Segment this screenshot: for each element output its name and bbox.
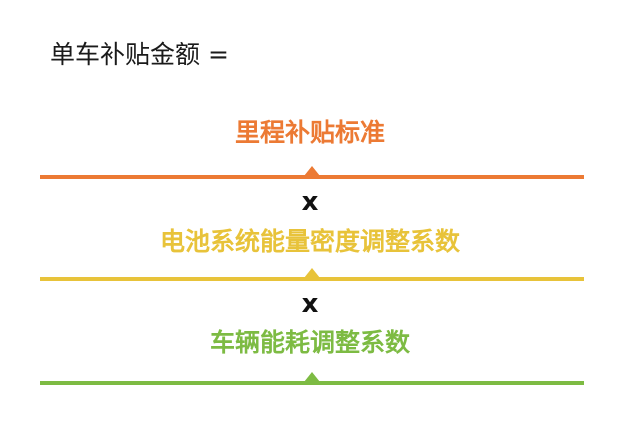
multiply-operator-2: x (301, 289, 319, 319)
factor-rule-energy-consumption (40, 381, 584, 385)
factor-pointer-energy-consumption (304, 372, 320, 382)
factor-pointer-mileage (304, 166, 320, 176)
factor-rule-battery-density (40, 277, 584, 281)
factor-label-energy-consumption: 车辆能耗调整系数 (209, 328, 410, 357)
factor-label-battery-density: 电池系统能量密度调整系数 (159, 227, 460, 256)
factor-label-mileage: 里程补贴标准 (234, 118, 385, 147)
multiply-operator-1: x (301, 187, 319, 217)
factor-rule-mileage (40, 175, 584, 179)
factor-pointer-battery-density (304, 268, 320, 278)
formula-heading: 单车补贴金额 = (50, 40, 229, 69)
